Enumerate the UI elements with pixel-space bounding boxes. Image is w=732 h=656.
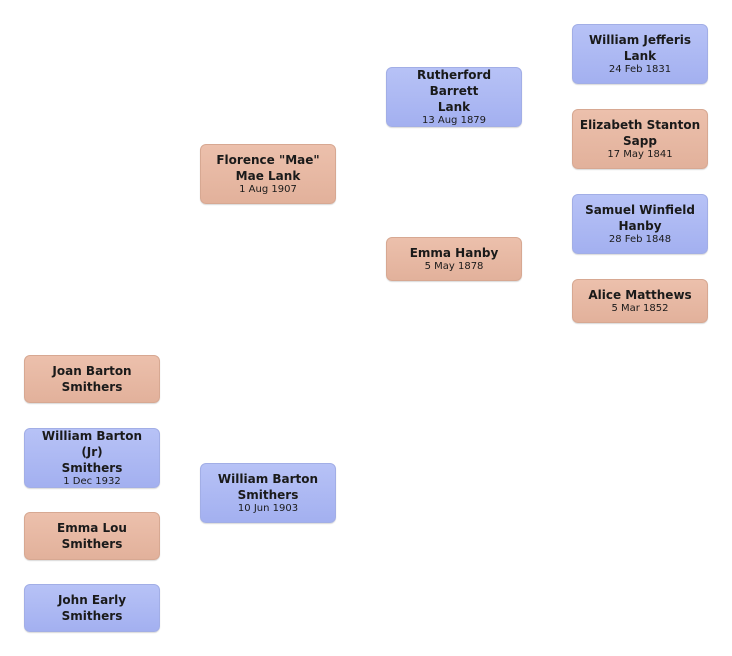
person-name: Emma Lou Smithers [57,521,127,551]
person-card-elizabeth-stanton-sapp[interactable]: Elizabeth Stanton Sapp 17 May 1841 [572,109,708,169]
person-name: Rutherford Barrett Lank [416,68,492,114]
person-name: Samuel Winfield Hanby [585,203,695,233]
person-card-florence-mae-lank[interactable]: Florence "Mae" Mae Lank 1 Aug 1907 [200,144,336,204]
person-card-john-early-smithers[interactable]: John Early Smithers [24,584,160,632]
person-name: Florence "Mae" Mae Lank [216,153,320,183]
person-name: Alice Matthews [588,288,692,302]
person-card-william-barton-smithers[interactable]: William Barton Smithers 10 Jun 1903 [200,463,336,523]
person-name: William Barton Smithers [217,472,319,502]
person-date: 10 Jun 1903 [237,503,299,514]
person-name: Emma Hanby [409,246,499,260]
person-card-william-jefferis-lank[interactable]: William Jefferis Lank 24 Feb 1831 [572,24,708,84]
person-card-william-barton-jr-smithers[interactable]: William Barton (Jr) Smithers 1 Dec 1932 [24,428,160,488]
person-name: Joan Barton Smithers [52,364,132,394]
person-name: William Barton (Jr) Smithers [41,429,143,475]
person-card-emma-hanby[interactable]: Emma Hanby 5 May 1878 [386,237,522,281]
person-date: 1 Aug 1907 [239,184,297,195]
person-card-alice-matthews[interactable]: Alice Matthews 5 Mar 1852 [572,279,708,323]
person-date: 13 Aug 1879 [421,115,487,126]
person-name: Elizabeth Stanton Sapp [579,118,701,148]
person-date: 28 Feb 1848 [608,234,672,245]
person-date: 17 May 1841 [607,149,673,160]
person-card-rutherford-barrett-lank[interactable]: Rutherford Barrett Lank 13 Aug 1879 [386,67,522,127]
person-name: John Early Smithers [57,593,127,623]
person-card-emma-lou-smithers[interactable]: Emma Lou Smithers [24,512,160,560]
person-card-joan-barton-smithers[interactable]: Joan Barton Smithers [24,355,160,403]
person-date: 5 Mar 1852 [611,303,669,314]
person-date: 24 Feb 1831 [608,64,672,75]
person-card-samuel-winfield-hanby[interactable]: Samuel Winfield Hanby 28 Feb 1848 [572,194,708,254]
person-name: William Jefferis Lank [588,33,692,63]
person-date: 5 May 1878 [424,261,484,272]
person-date: 1 Dec 1932 [63,476,121,487]
